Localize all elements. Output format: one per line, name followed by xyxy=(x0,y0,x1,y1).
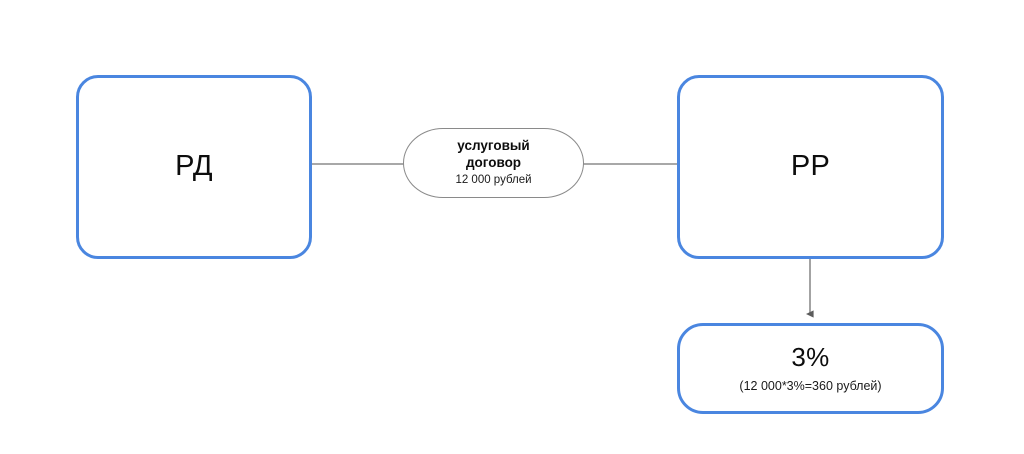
node-rr-title: РР xyxy=(790,150,831,183)
node-rr[interactable]: РР xyxy=(677,75,944,259)
node-commission[interactable]: 3% (12 000*3%=360 рублей) xyxy=(677,323,944,414)
edge-label-line2: договор xyxy=(465,154,522,170)
node-rd[interactable]: РД xyxy=(76,75,312,259)
edge-label-amount: 12 000 рублей xyxy=(455,174,532,187)
node-commission-subtitle: (12 000*3%=360 рублей) xyxy=(739,378,882,393)
node-commission-title: 3% xyxy=(791,342,830,373)
node-rd-title: РД xyxy=(175,150,213,183)
edge-label-service-contract[interactable]: услуговый договор 12 000 рублей xyxy=(403,128,584,198)
edge-label-line1: услуговый xyxy=(457,137,530,153)
